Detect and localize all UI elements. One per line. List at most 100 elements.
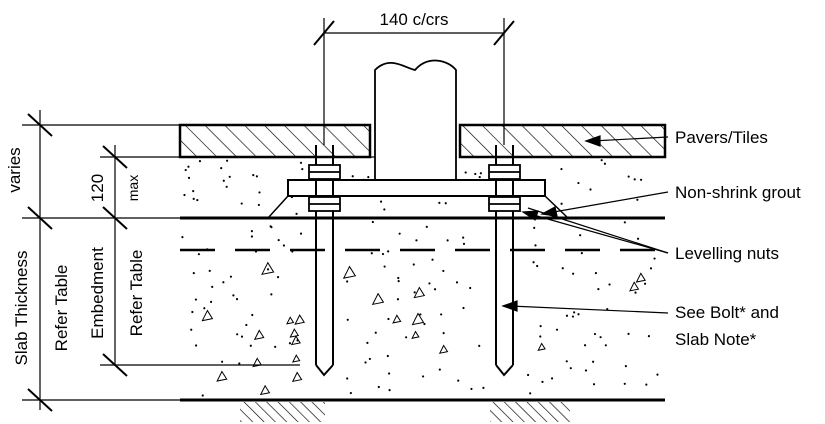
dim-grout-max-label: max: [125, 175, 141, 201]
aggregate-dot: [257, 203, 260, 207]
aggregate-stone: [411, 312, 425, 326]
aggregate-dot: [577, 181, 580, 185]
aggregate-dot: [405, 336, 408, 339]
aggregate-dot: [192, 272, 195, 275]
anchor-bolt-right: [495, 145, 514, 377]
aggregate-dot: [583, 344, 587, 347]
aggregate-dot: [599, 336, 602, 339]
aggregate-dot: [274, 345, 277, 348]
aggregate-dot: [366, 341, 369, 344]
aggregate-dot: [240, 335, 244, 338]
aggregate-dot: [266, 268, 270, 271]
aggregate-dot: [462, 236, 465, 239]
aggregate-dot: [606, 307, 609, 311]
aggregate-dot: [478, 175, 481, 179]
aggregate-dot: [187, 176, 191, 179]
aggregate-dot: [474, 172, 477, 176]
aggregate-dot: [396, 298, 400, 301]
aggregate-dot: [184, 168, 187, 172]
aggregate-dot: [211, 285, 214, 288]
aggregate-dot: [572, 272, 575, 275]
aggregate-dot: [584, 369, 588, 372]
aggregate-dot: [252, 174, 255, 177]
aggregate-dot: [236, 333, 239, 336]
aggregate-dot: [412, 263, 415, 266]
aggregate-dot: [351, 175, 354, 178]
aggregate-dot: [577, 313, 580, 316]
aggregate-dot: [379, 200, 383, 203]
aggregate-dot: [636, 198, 639, 201]
dim-left-lines: [22, 110, 375, 412]
aggregate-dot: [643, 282, 647, 285]
ground-hatch-left: [240, 402, 325, 422]
callout-nuts: Levelling nuts: [675, 244, 779, 263]
aggregate-dot: [440, 313, 443, 316]
aggregate-dot: [240, 202, 243, 205]
aggregate-dot: [398, 232, 401, 235]
aggregate-dot: [470, 387, 473, 391]
aggregate-dot: [221, 360, 224, 363]
aggregate-dot: [592, 383, 596, 386]
aggregate-dot: [645, 383, 648, 386]
aggregate-dot: [222, 179, 225, 182]
aggregate-dot: [431, 258, 434, 261]
aggregate-dot: [377, 385, 380, 389]
aggregate-dot: [276, 276, 280, 279]
aggregate-dot: [388, 389, 391, 392]
aggregate-dot: [206, 248, 209, 251]
aggregate-dot: [561, 267, 564, 270]
aggregate-dot: [627, 175, 630, 178]
aggregate-dot: [579, 234, 582, 237]
aggregate-dot: [201, 394, 204, 397]
aggregate-dot: [478, 344, 481, 347]
aggregate-dot: [636, 237, 640, 240]
aggregate-dot: [419, 313, 422, 316]
ground-hatch-right: [490, 402, 570, 422]
aggregate-stone: [438, 344, 449, 354]
aggregate-dot: [198, 160, 202, 163]
aggregate-dot: [226, 159, 229, 162]
aggregate-dot: [255, 175, 258, 178]
aggregate-dot: [428, 282, 431, 285]
aggregate-dot: [592, 360, 595, 363]
nuts-right: [488, 164, 521, 212]
dim-embedment-refer-label: Refer Table: [127, 250, 146, 337]
aggregate-dot: [197, 253, 200, 256]
aggregate-stone: [216, 370, 228, 382]
aggregate-dot: [539, 325, 542, 328]
aggregate-stone: [291, 354, 301, 363]
aggregate-dot: [633, 178, 636, 181]
aggregate-dot: [203, 307, 206, 310]
aggregate-dot: [346, 280, 349, 283]
callout-bolt-note-line2: Slab Note*: [675, 330, 757, 349]
aggregate-dot: [469, 286, 472, 290]
aggregate-dot: [433, 288, 437, 291]
aggregate-stone: [371, 292, 385, 306]
aggregate-dot: [208, 269, 211, 272]
aggregate-dot: [245, 323, 248, 327]
aggregate-dot: [415, 239, 418, 242]
aggregate-dot: [250, 235, 254, 238]
aggregate-dot: [413, 291, 416, 294]
column: [374, 59, 457, 180]
aggregate-stone: [537, 342, 546, 351]
aggregate-dot: [464, 171, 467, 174]
aggregate-stone: [291, 371, 303, 383]
aggregate-dot: [368, 357, 371, 361]
aggregate-dot: [571, 315, 575, 318]
aggregate-dot: [555, 328, 559, 331]
anchor-bolt-left: [315, 145, 334, 377]
aggregate-dot: [270, 293, 273, 296]
dim-varies-label: varies: [5, 147, 24, 192]
aggregate-dot: [228, 175, 231, 178]
aggregate-dot: [387, 250, 390, 253]
aggregate-stone: [259, 384, 271, 396]
aggregate-dot: [191, 310, 194, 314]
aggregate-dot: [536, 264, 539, 268]
aggregate-dot: [251, 313, 254, 317]
aggregate-dot: [235, 298, 239, 301]
aggregate-dot: [444, 202, 447, 205]
callout-bolt-note-line1: See Bolt* and: [675, 303, 779, 322]
aggregate-dot: [539, 335, 542, 338]
